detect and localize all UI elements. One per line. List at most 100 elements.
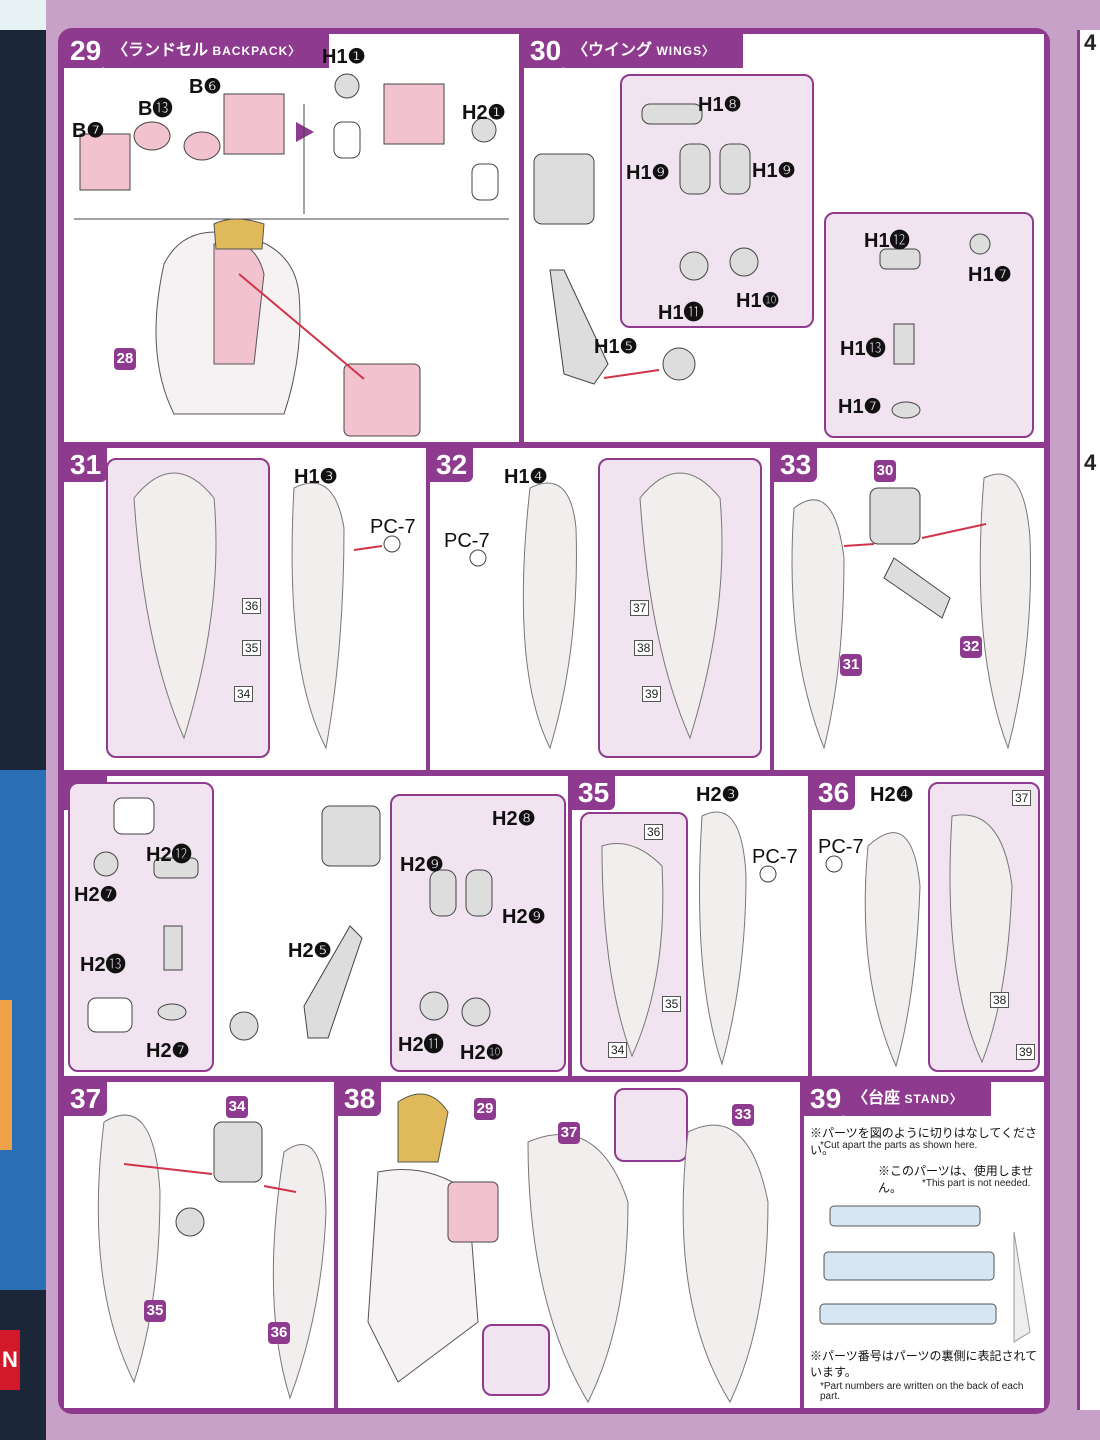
part-label: B⓭ — [138, 98, 173, 120]
step-number: 29 — [64, 34, 108, 68]
unused-note-english: *This part is not needed. — [922, 1178, 1031, 1189]
step-30-panel: 30 〈ウイング WINGS〉 H1❽ H1❾ H1❾ H1⓫ H1❿ H1⓬ … — [524, 34, 1044, 442]
next-step-number: 4 — [1084, 30, 1097, 55]
backpack-illustration — [74, 73, 509, 437]
part-label: H1⓭ — [840, 338, 886, 360]
wing-part-illustration — [601, 811, 777, 1066]
slot-tag: 37 — [630, 600, 650, 616]
step-reference-badge: 30 — [874, 460, 896, 482]
connector-detail — [614, 1088, 688, 1162]
part-label: H1❽ — [698, 94, 742, 116]
wing-assembly-illustration — [97, 1114, 327, 1400]
part-label: H2❸ — [696, 784, 740, 806]
part-label: PC-7 — [752, 846, 798, 868]
step-38-panel: 38 29 37 33 — [338, 1082, 800, 1408]
brand-logo: N — [0, 1330, 20, 1390]
figure-assembly-illustration — [367, 1093, 769, 1404]
part-label: H2❺ — [288, 940, 332, 962]
part-label: H2⓭ — [80, 954, 126, 976]
step-32-panel: 32 H1❹ PC-7 37 38 39 — [430, 448, 770, 770]
part-label: PC-7 — [370, 516, 416, 538]
part-label: H1❾ — [752, 160, 796, 182]
part-label: H1❶ — [322, 46, 366, 68]
step-title: 〈ウイング WINGS〉 — [564, 34, 744, 68]
step-29-panel: 29 〈ランドセル BACKPACK〉 B⓭ B❻ B❼ H1❶ H2❶ 28 — [64, 34, 519, 442]
part-label: H2❹ — [870, 784, 914, 806]
part-label: B❼ — [72, 120, 105, 142]
slot-tag: 37 — [1012, 790, 1032, 806]
slot-tag: 34 — [234, 686, 254, 702]
step-number: 30 — [524, 34, 568, 68]
step-34-panel: 34 H2⓬ H2❼ H2⓭ H2❼ H2❺ H2❽ H2❾ H2❾ H2⓫ H… — [64, 776, 568, 1076]
part-label: H1❹ — [504, 466, 548, 488]
slot-tag: 35 — [662, 996, 682, 1012]
part-number-note-english: *Part numbers are written on the back of… — [820, 1381, 1024, 1402]
slot-tag: 38 — [634, 640, 654, 656]
part-label: H2❾ — [400, 854, 444, 876]
step-reference-badge: 33 — [732, 1104, 754, 1126]
step-number: 32 — [430, 448, 474, 482]
left-edge-tab — [0, 0, 46, 30]
slot-tag: 38 — [990, 992, 1010, 1008]
wing-part-illustration — [469, 472, 723, 750]
slot-tag: 39 — [642, 686, 662, 702]
next-step-number-2: 4 — [1084, 450, 1097, 475]
step-reference-badge: 31 — [840, 654, 862, 676]
left-edge-figure — [0, 1000, 12, 1150]
connector-detail — [482, 1324, 550, 1396]
step-reference-badge: 34 — [226, 1096, 248, 1118]
part-label: H1⓫ — [658, 302, 704, 324]
part-label: PC-7 — [818, 836, 864, 858]
part-label: H1❼ — [968, 264, 1012, 286]
step-number: 31 — [64, 448, 108, 482]
step-36-panel: 36 H2❹ PC-7 37 38 39 — [812, 776, 1044, 1076]
instruction-sheet: 29 〈ランドセル BACKPACK〉 B⓭ B❻ B❼ H1❶ H2❶ 28 — [58, 28, 1050, 1414]
part-label: H1❸ — [294, 466, 338, 488]
part-label: H2❶ — [462, 102, 506, 124]
step-reference-badge: 36 — [268, 1322, 290, 1344]
step-reference-badge: 29 — [474, 1098, 496, 1120]
left-edge-strip: N — [0, 0, 46, 1440]
step-39-panel: 39 〈台座 STAND〉 ※パーツを図のように切りはなしてください。 *Cut… — [804, 1082, 1044, 1408]
wing-part-illustration — [825, 814, 1013, 1068]
slot-tag: 36 — [242, 598, 262, 614]
slot-tag: 39 — [1016, 1044, 1036, 1060]
wing-part-illustration — [133, 472, 401, 750]
right-edge-strip: 4 4 — [1077, 30, 1100, 1410]
step-reference-badge: 32 — [960, 636, 982, 658]
part-label: H2❾ — [502, 906, 546, 928]
part-label: H1❾ — [626, 162, 670, 184]
step-31-panel: 31 H1❸ PC-7 36 35 34 — [64, 448, 426, 770]
step-number: 39 — [804, 1082, 848, 1116]
part-label: H2❼ — [146, 1040, 190, 1062]
cut-note: ※パーツを図のように切りはなしてください。 — [810, 1126, 1038, 1157]
step-reference-badge: 35 — [144, 1300, 166, 1322]
stand-parts-illustration — [819, 1205, 1031, 1343]
part-label: H2⓫ — [398, 1034, 444, 1056]
step-title: 〈ランドセル BACKPACK〉 — [104, 34, 330, 68]
step-number: 36 — [812, 776, 856, 810]
step-37-panel: 37 34 35 36 — [64, 1082, 334, 1408]
part-label: H2❿ — [460, 1042, 504, 1064]
part-label: PC-7 — [444, 530, 490, 552]
part-label: H2⓬ — [146, 844, 192, 866]
wing-assembly-illustration — [791, 473, 1032, 750]
wing-mount-detail — [824, 212, 1034, 438]
part-label: H1❺ — [594, 336, 638, 358]
part-number-note: ※パーツ番号はパーツの裏側に表記されています。 — [810, 1349, 1038, 1379]
part-label: B❻ — [189, 76, 222, 98]
slot-tag: 36 — [644, 824, 664, 840]
step-33-panel: 33 30 31 32 — [774, 448, 1044, 770]
part-label: H1⓬ — [864, 230, 910, 252]
slot-tag: 35 — [242, 640, 262, 656]
wing-frame-illustration — [87, 797, 493, 1041]
step-35-panel: 35 H2❸ PC-7 36 35 34 — [572, 776, 808, 1076]
step-number: 38 — [338, 1082, 382, 1116]
part-label: H2❼ — [74, 884, 118, 906]
part-label: H1❿ — [736, 290, 780, 312]
step-number: 33 — [774, 448, 818, 482]
step-title: 〈台座 STAND〉 — [844, 1082, 991, 1116]
wing-frame-illustration — [533, 103, 991, 419]
part-label: H1❼ — [838, 396, 882, 418]
step-reference-badge: 28 — [114, 348, 136, 370]
